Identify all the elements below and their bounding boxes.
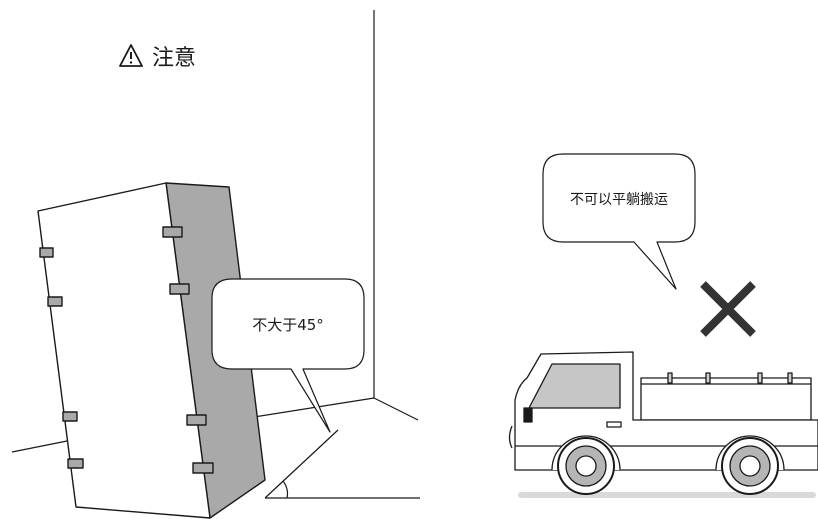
room-corner [11,10,419,453]
delivery-truck [508,351,818,495]
truck-window [528,363,621,409]
cross-x-icon [700,281,756,337]
angle-limit-text: 不大于45° [252,316,324,334]
hinge [39,247,54,258]
door-handle [606,421,622,428]
cabinet-front-panel [37,182,211,519]
hinge [47,296,63,307]
hinge [186,414,207,426]
hinge [192,462,214,474]
cargo-bed [640,377,812,421]
speech-bubble-angle: 不大于45° [211,278,365,433]
no-lay-flat-text: 不可以平躺搬运 [570,192,668,208]
hinge [67,458,84,469]
caution-text: 注意 [152,46,196,71]
headlight [523,407,533,423]
rear-wheel [715,435,785,495]
angle-indicator [264,429,420,499]
warning-triangle-icon [119,44,143,67]
caution-heading: 注意 [119,44,196,71]
ground-line [518,492,816,498]
hinge [62,411,78,422]
front-wheel [551,435,621,495]
speech-bubble-truck: 不可以平躺搬运 [542,153,696,290]
hinge [169,283,190,295]
hinge [162,226,183,238]
